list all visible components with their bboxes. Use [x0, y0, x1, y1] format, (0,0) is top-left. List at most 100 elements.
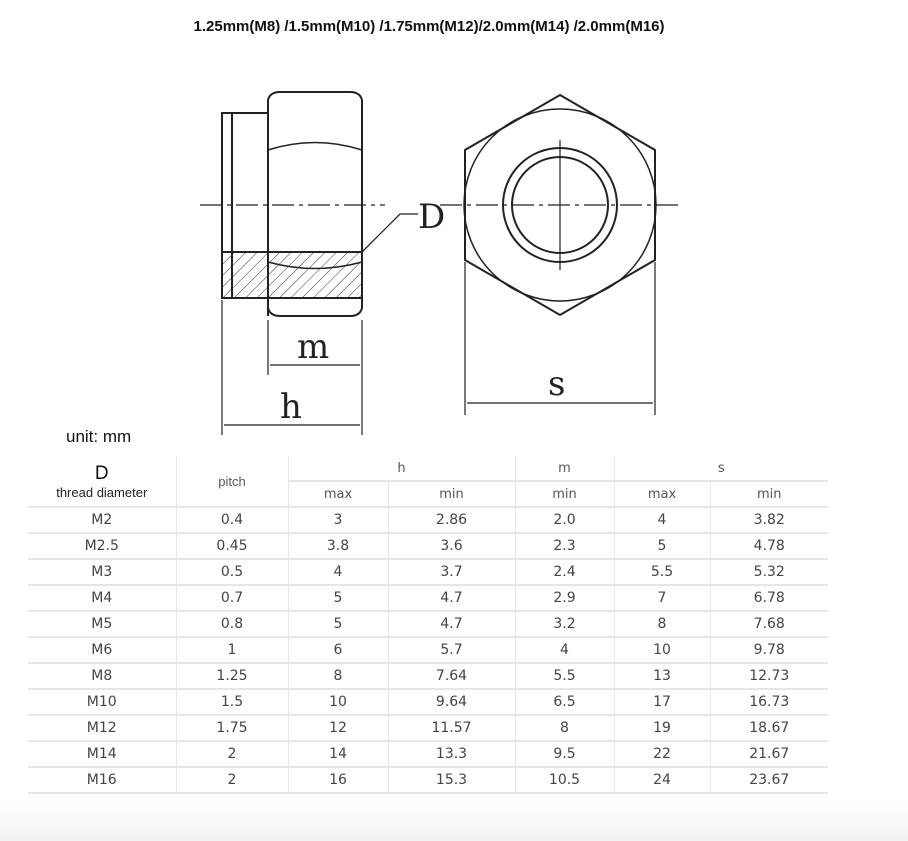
- table-cell: 11.57: [388, 715, 516, 742]
- table-cell: 5.5: [614, 559, 711, 586]
- table-cell: M4: [28, 585, 177, 612]
- header-s: s: [614, 456, 828, 482]
- table-cell: 8: [614, 611, 711, 638]
- table-cell: 2.3: [515, 533, 615, 560]
- table-cell: 5.32: [710, 559, 828, 586]
- table-cell: 5: [288, 585, 389, 612]
- table-cell: 21.67: [710, 741, 828, 768]
- unit-label: unit: mm: [66, 427, 132, 446]
- table-cell: 1: [176, 637, 289, 664]
- header-s-max: max: [614, 481, 711, 508]
- header-row-2: max min min max min: [28, 481, 828, 508]
- table-cell: 5: [288, 611, 389, 638]
- header-m-min: min: [515, 481, 615, 508]
- table-cell: 6: [288, 637, 389, 664]
- table-cell: 0.7: [176, 585, 289, 612]
- table-cell: M3: [28, 559, 177, 586]
- table-cell: 18.67: [710, 715, 828, 742]
- table-cell: 2: [176, 741, 289, 768]
- page-title: 1.25mm(M8) /1.5mm(M10) /1.75mm(M12)/2.0m…: [193, 18, 665, 35]
- table-cell: 13: [614, 663, 711, 690]
- header-h-min: min: [388, 481, 516, 508]
- table-cell: 3.82: [710, 507, 828, 534]
- table-cell: 9.64: [388, 689, 516, 716]
- table-cell: M2.5: [28, 533, 177, 560]
- table-cell: 4: [614, 507, 711, 534]
- table-cell: 0.4: [176, 507, 289, 534]
- table-cell: 3.6: [388, 533, 516, 560]
- table-cell: 0.8: [176, 611, 289, 638]
- table-cell: 23.67: [710, 767, 828, 794]
- table-cell: 14: [288, 741, 389, 768]
- table-cell: M8: [28, 663, 177, 690]
- nut-technical-drawing: D m h s: [200, 91, 680, 435]
- label-h: h: [280, 387, 302, 427]
- table-cell: 1.75: [176, 715, 289, 742]
- table-cell: 7.68: [710, 611, 828, 638]
- table-cell: M10: [28, 689, 177, 716]
- header-pitch: pitch: [176, 456, 289, 508]
- table-cell: 2.0: [515, 507, 615, 534]
- table-cell: 4: [288, 559, 389, 586]
- table-cell: 10.5: [515, 767, 615, 794]
- header-s-min: min: [710, 481, 828, 508]
- table-cell: 24: [614, 767, 711, 794]
- label-m: m: [297, 327, 329, 367]
- header-h: h: [288, 456, 516, 482]
- table-cell: 8: [288, 663, 389, 690]
- table-cell: 8: [515, 715, 615, 742]
- header-h-max: max: [288, 481, 389, 508]
- table-cell: 1.5: [176, 689, 289, 716]
- table-cell: 7: [614, 585, 711, 612]
- table-cell: 1.25: [176, 663, 289, 690]
- table-cell: 5.5: [515, 663, 615, 690]
- header-m: m: [515, 456, 615, 482]
- label-s: s: [548, 364, 565, 404]
- label-d: D: [418, 197, 445, 237]
- table-cell: 0.5: [176, 559, 289, 586]
- table-cell: M6: [28, 637, 177, 664]
- table-cell: 3.8: [288, 533, 389, 560]
- table-cell: 2.86: [388, 507, 516, 534]
- table-cell: 2: [176, 767, 289, 794]
- table-cell: 4.7: [388, 585, 516, 612]
- bottom-fade: [0, 801, 908, 841]
- table-cell: 16: [288, 767, 389, 794]
- table-cell: 9.78: [710, 637, 828, 664]
- table-cell: 5.7: [388, 637, 516, 664]
- table-cell: 13.3: [388, 741, 516, 768]
- table-cell: 17: [614, 689, 711, 716]
- table-cell: 22: [614, 741, 711, 768]
- table-cell: M12: [28, 715, 177, 742]
- side-view: [200, 91, 418, 435]
- table-cell: M5: [28, 611, 177, 638]
- table-cell: 12.73: [710, 663, 828, 690]
- table-cell: 3.7: [388, 559, 516, 586]
- table-cell: 4.78: [710, 533, 828, 560]
- table-cell: 4.7: [388, 611, 516, 638]
- table-cell: 6.78: [710, 585, 828, 612]
- table-cell: 6.5: [515, 689, 615, 716]
- table-cell: M16: [28, 767, 177, 794]
- table-cell: M2: [28, 507, 177, 534]
- table-cell: 0.45: [176, 533, 289, 560]
- table-cell: 10: [614, 637, 711, 664]
- table-cell: 3.2: [515, 611, 615, 638]
- table-cell: M14: [28, 741, 177, 768]
- table-cell: 9.5: [515, 741, 615, 768]
- table-cell: 19: [614, 715, 711, 742]
- table-cell: 5: [614, 533, 711, 560]
